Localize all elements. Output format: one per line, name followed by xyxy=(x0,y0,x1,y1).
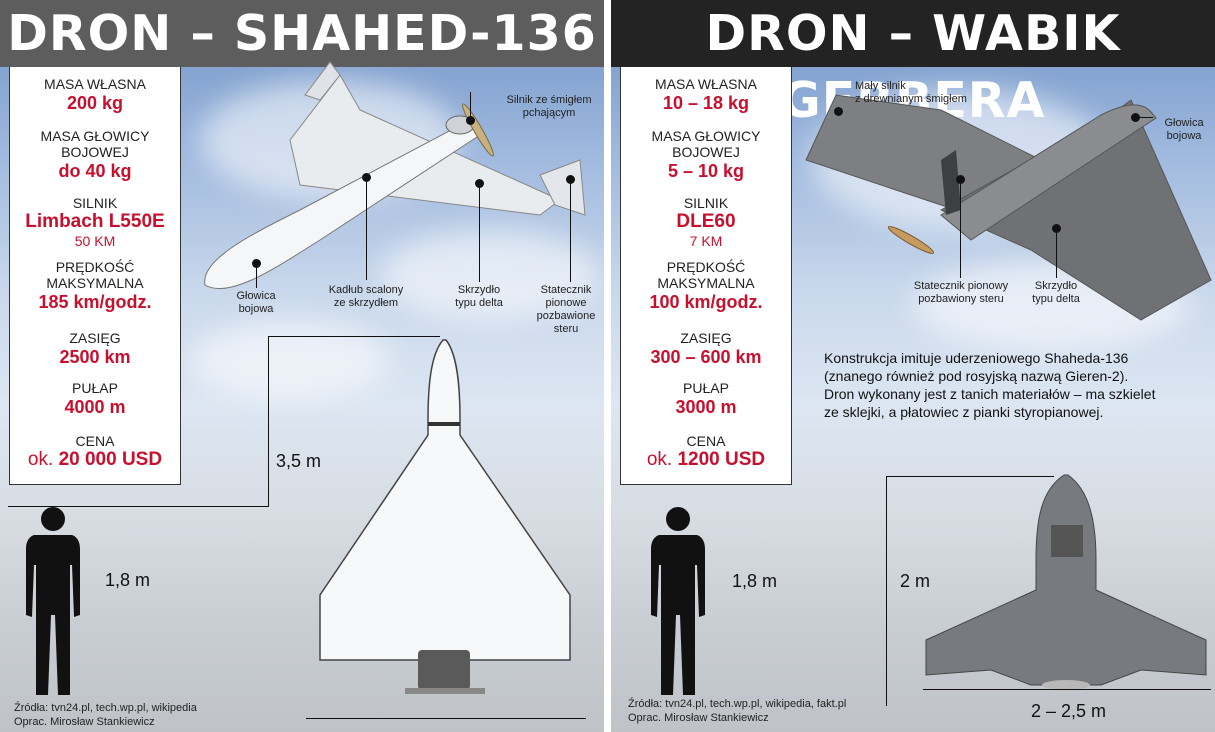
speed-label-2: MAKSYMALNA xyxy=(657,275,755,291)
callout-warhead: Głowica xyxy=(236,290,276,302)
callout-fuselage-2: ze skrzydłem xyxy=(333,297,399,309)
mass-label: MASA WŁASNA xyxy=(44,76,146,92)
speed-value: 100 km/godz. xyxy=(649,292,763,312)
sources-text: Źródła: tvn24.pl, tech.wp.pl, wikipedia xyxy=(14,702,197,714)
description-line-4: ze sklejki, a płatowiec z pianki styropi… xyxy=(824,404,1104,420)
ceiling-label: PUŁAP xyxy=(683,380,729,396)
description-line-3: Dron wykonany jest z tanich materiałów –… xyxy=(824,386,1156,402)
callout-stab-3: pozbawione xyxy=(536,310,596,322)
speed-value: 185 km/godz. xyxy=(38,292,152,312)
callout-stab-2: pozbawiony steru xyxy=(918,293,1004,305)
length-label: 3,5 m xyxy=(276,451,322,471)
wing-marker xyxy=(1052,224,1061,233)
warhead-marker xyxy=(1131,113,1140,122)
ceiling-label: PUŁAP xyxy=(72,380,118,396)
speed-label-2: MAKSYMALNA xyxy=(46,275,144,291)
range-value: 300 – 600 km xyxy=(650,347,762,367)
gerbera-title: DRON – WABIK GERBERA xyxy=(611,0,1215,129)
range-label: ZASIĘG xyxy=(69,330,121,346)
gerbera-panel: DRON – WABIK GERBERA MASA WŁASNA 10 – 18… xyxy=(611,0,1215,732)
callout-engine: Silnik ze śmigłem xyxy=(506,94,592,106)
engine-value: DLE60 xyxy=(676,211,736,232)
price-label: CENA xyxy=(75,433,115,449)
description: Konstrukcja imituje uderzeniowego Shahed… xyxy=(824,349,1204,421)
description-line-2: (znanego również pod rosyjską nazwą Gier… xyxy=(824,368,1129,384)
callout-engine: Mały silnik xyxy=(855,80,906,92)
range-label: ZASIĘG xyxy=(680,330,732,346)
mass-value: 200 kg xyxy=(66,93,124,113)
shahed-top-view-illustration xyxy=(319,339,571,694)
shahed-spec-box: MASA WŁASNA 200 kg MASA GŁOWICY BOJOWEJ … xyxy=(9,67,181,485)
wing-marker xyxy=(475,179,484,188)
shahed-panel: DRON – SHAHED-136 MASA WŁASNA 200 kg MAS… xyxy=(0,0,604,732)
gerbera-top-view-illustration xyxy=(925,474,1207,690)
engine-power: 50 KM xyxy=(74,233,116,249)
mass-value: 10 – 18 kg xyxy=(662,93,750,113)
author-text: Oprac. Mirosław Stankiewicz xyxy=(14,716,155,728)
speed-label: PRĘDKOŚĆ xyxy=(666,259,746,275)
shahed-perspective-illustration xyxy=(204,61,586,290)
length-label: 2 m xyxy=(900,571,931,591)
panel-divider xyxy=(604,0,611,732)
callout-wing-2: typu delta xyxy=(1032,293,1080,305)
warhead-label-2: BOJOWEJ xyxy=(61,144,129,160)
mass-label: MASA WŁASNA xyxy=(655,76,757,92)
fuselage-marker xyxy=(362,173,371,182)
author-text: Oprac. Mirosław Stankiewicz xyxy=(628,712,769,724)
callout-warhead: Głowica xyxy=(1164,117,1204,129)
callout-wing-2: typu delta xyxy=(455,297,503,309)
callout-stab-2: pionowe xyxy=(545,297,587,309)
engine-value: Limbach L550E xyxy=(25,211,165,232)
gerbera-perspective-illustration xyxy=(805,94,1212,321)
callout-wing: Skrzydło xyxy=(1034,280,1078,292)
price-prefix: ok. xyxy=(646,449,673,470)
warhead-value: do 40 kg xyxy=(58,161,132,181)
range-value: 2500 km xyxy=(59,347,131,367)
callout-wing: Skrzydło xyxy=(457,284,501,296)
ceiling-value: 3000 m xyxy=(675,397,737,417)
warhead-label: MASA GŁOWICY xyxy=(40,128,150,144)
shahed-title: DRON – SHAHED-136 xyxy=(0,0,604,67)
warhead-label-2: BOJOWEJ xyxy=(672,144,740,160)
callout-warhead-2: bojowa xyxy=(1166,130,1202,142)
stabilizer-marker xyxy=(566,175,575,184)
price-prefix: ok. xyxy=(27,449,54,470)
ceiling-value: 4000 m xyxy=(64,397,126,417)
warhead-marker xyxy=(252,259,261,268)
price-value: 20 000 USD xyxy=(58,449,163,470)
description-line-1: Konstrukcja imituje uderzeniowego Shahed… xyxy=(824,350,1129,366)
engine-label: SILNIK xyxy=(683,195,729,211)
human-silhouette xyxy=(651,507,705,695)
human-silhouette xyxy=(26,507,80,695)
gerbera-spec-box: MASA WŁASNA 10 – 18 kg MASA GŁOWICY BOJO… xyxy=(620,67,792,485)
warhead-label: MASA GŁOWICY xyxy=(651,128,761,144)
sources-text: Źródła: tvn24.pl, tech.wp.pl, wikipedia,… xyxy=(628,698,847,710)
engine-marker xyxy=(466,116,475,125)
callout-warhead-2: bojowa xyxy=(238,303,274,315)
engine-label: SILNIK xyxy=(72,195,118,211)
price-label: CENA xyxy=(686,433,726,449)
callout-engine-2: pchającym xyxy=(522,107,576,119)
price-value: 1200 USD xyxy=(677,449,766,470)
warhead-value: 5 – 10 kg xyxy=(667,161,745,181)
stabilizer-marker xyxy=(956,175,965,184)
engine-power: 7 KM xyxy=(689,233,723,249)
callout-stab: Statecznik pionowy xyxy=(913,280,1009,292)
human-height-label: 1,8 m xyxy=(732,571,778,591)
span-label: 2 – 2,5 m xyxy=(1031,701,1107,721)
human-height-label: 1,8 m xyxy=(105,570,151,590)
callout-fuselage: Kadłub scalony xyxy=(328,284,404,296)
callout-stab-4: steru xyxy=(553,323,579,335)
engine-marker xyxy=(834,107,843,116)
callout-engine-2: z drewnianym śmigłem xyxy=(855,93,967,105)
callout-stab: Statecznik xyxy=(540,284,592,296)
speed-label: PRĘDKOŚĆ xyxy=(55,259,135,275)
